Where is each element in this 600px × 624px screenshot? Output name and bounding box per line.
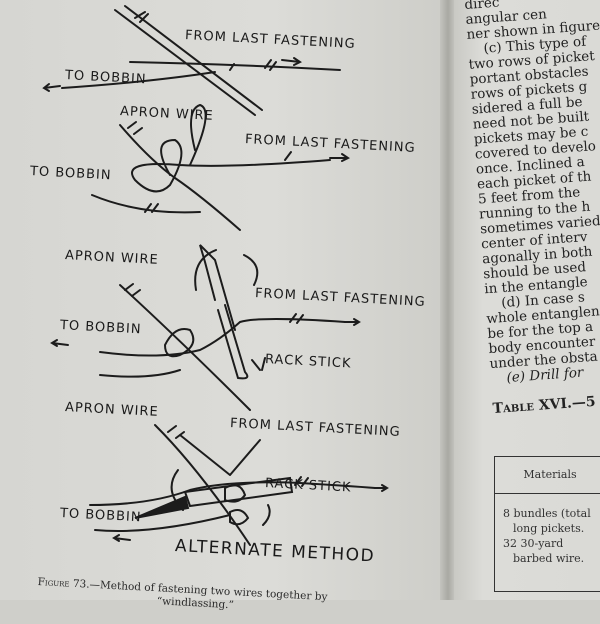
table-header-materials: Materials <box>495 457 600 494</box>
table-cell: barbed wire. <box>513 552 585 565</box>
table-cell: 8 bundles (total <box>503 507 591 520</box>
left-page: FROM LAST FASTENING TO BOBBIN APRON WIRE… <box>0 0 452 611</box>
figure-73-illustration <box>42 5 389 546</box>
caption-prefix: Figure 73. <box>37 576 90 591</box>
table-cell: long pickets. <box>513 522 585 535</box>
book-gutter <box>440 0 456 600</box>
table-title: Table XVI.—5 <box>492 393 597 417</box>
table-cell: 32 30-yard <box>503 537 564 550</box>
table-xvi: Materials 8 bundles (total long pickets.… <box>494 456 600 592</box>
